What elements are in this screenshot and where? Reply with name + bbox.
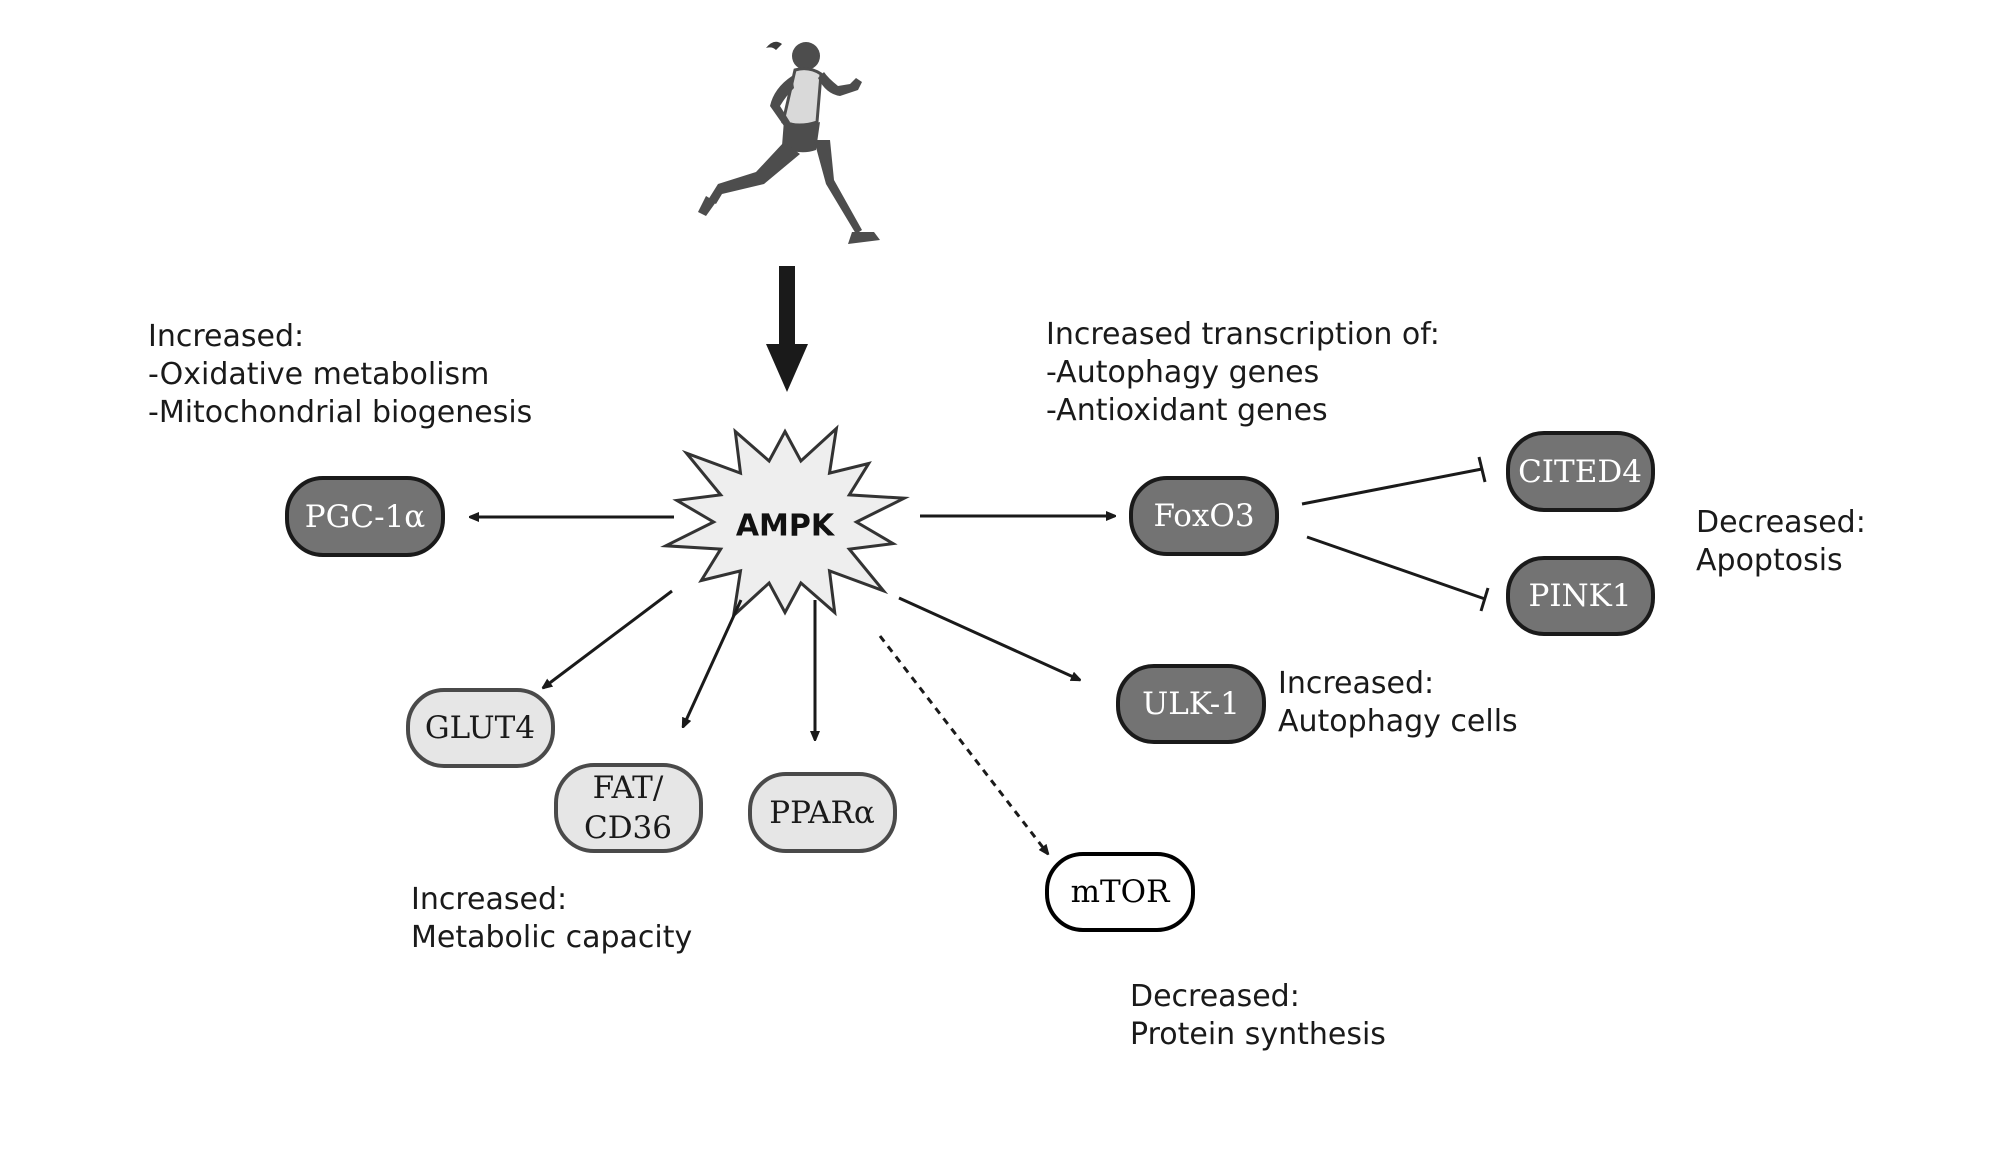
pgc1a-label: PGC-1α — [305, 499, 426, 535]
ampk-label: AMPK — [736, 509, 836, 544]
fat-cd36-node: FAT/ CD36 — [554, 763, 703, 853]
arrow-ampk-fat — [681, 599, 743, 727]
pink1-node: PINK1 — [1506, 556, 1655, 636]
inhibit-foxo3-cited4 — [1301, 456, 1487, 506]
cited4-label: CITED4 — [1518, 454, 1642, 490]
foxo3-node: FoxO3 — [1129, 476, 1279, 556]
note-metabolic: Increased: Metabolic capacity — [411, 882, 692, 955]
foxo3-label: FoxO3 — [1153, 498, 1254, 534]
note-foxo: Increased transcription of: -Autophagy g… — [1046, 317, 1449, 428]
pink1-label: PINK1 — [1528, 578, 1631, 614]
ampk-node: AMPK — [660, 424, 910, 620]
note-apoptosis: Decreased: Apoptosis — [1696, 505, 1875, 578]
runner-icon — [698, 41, 880, 244]
mtor-label: mTOR — [1071, 874, 1171, 910]
glut4-label: GLUT4 — [425, 710, 535, 746]
ppara-label: PPARα — [769, 795, 875, 831]
ulk1-node: ULK-1 — [1116, 664, 1266, 744]
glut4-node: GLUT4 — [406, 688, 555, 768]
cited4-node: CITED4 — [1506, 431, 1655, 512]
mtor-node: mTOR — [1045, 852, 1195, 932]
exercise-arrow — [766, 266, 808, 392]
ppara-node: PPARα — [748, 772, 897, 853]
arrow-ampk-glut4 — [543, 589, 673, 688]
fat-cd36-label-line1: FAT/ — [593, 770, 664, 806]
inhibit-foxo3-pink1 — [1306, 535, 1490, 612]
fat-cd36-label-line2: CD36 — [584, 810, 672, 846]
note-autophagy: Increased: Autophagy cells — [1278, 666, 1518, 739]
note-protein: Decreased: Protein synthesis — [1130, 979, 1386, 1052]
pgc1a-node: PGC-1α — [285, 476, 445, 557]
arrow-ampk-ulk1 — [898, 596, 1080, 682]
ulk1-label: ULK-1 — [1142, 686, 1240, 722]
note-pgc: Increased: -Oxidative metabolism -Mitoch… — [148, 319, 532, 430]
arrow-ampk-mtor — [878, 635, 1048, 854]
